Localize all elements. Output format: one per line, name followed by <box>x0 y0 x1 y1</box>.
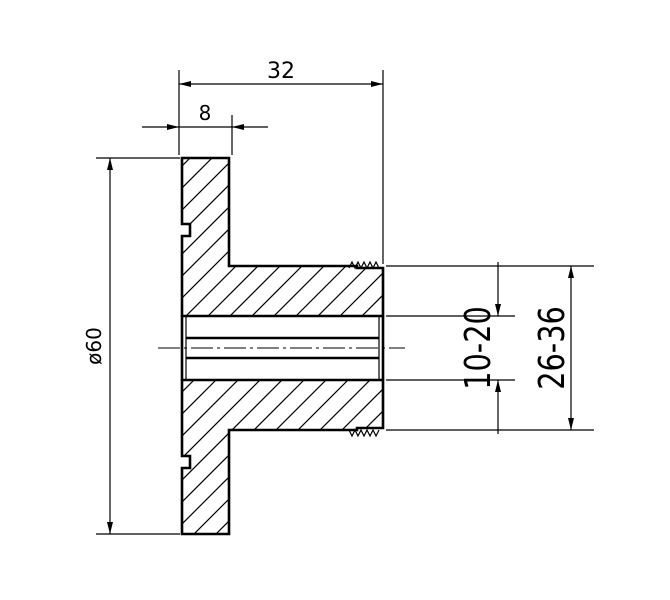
hatch-line <box>247 158 383 316</box>
hatch-line <box>6 150 176 320</box>
hatch-line <box>600 150 670 320</box>
hatch-line <box>319 380 383 534</box>
hatch-line <box>0 150 154 320</box>
hatch-line <box>253 380 383 534</box>
upper-section-outline <box>180 156 385 318</box>
extension-lines <box>96 70 594 535</box>
hatch-line <box>182 158 243 316</box>
hatch-line <box>182 380 199 534</box>
hatch-line <box>584 376 670 540</box>
hatch-line <box>0 376 110 540</box>
hatch-line <box>452 376 616 540</box>
hatch-line <box>562 376 670 540</box>
hatch-line <box>182 158 265 316</box>
hatch-line <box>363 380 383 534</box>
hatch-line <box>182 158 199 316</box>
hatch-line <box>446 150 616 320</box>
hatch-line <box>402 150 572 320</box>
dimension-lines <box>107 81 574 534</box>
hatch-line <box>424 150 594 320</box>
hatch-line <box>408 376 572 540</box>
hatch-line <box>628 376 670 540</box>
hatch-line <box>0 376 66 540</box>
section-hatch-lower <box>0 376 670 540</box>
hatch-line <box>540 376 670 540</box>
hatch-line <box>269 158 383 316</box>
hatch-line <box>0 376 132 540</box>
hatch-line <box>578 150 670 320</box>
hatch-line <box>335 158 383 316</box>
hatch-line <box>666 150 670 320</box>
hatch-line <box>182 158 309 316</box>
hatch-line <box>209 380 375 534</box>
hatch-line <box>187 380 353 534</box>
thread-lower <box>348 428 380 438</box>
hatch-line <box>0 150 66 320</box>
hatch-line <box>0 150 110 320</box>
part-outline <box>180 156 385 536</box>
dim-text-8: 8 <box>199 101 212 125</box>
hatch-line <box>182 158 287 316</box>
hatch-line <box>313 158 383 316</box>
hatch-line <box>12 376 176 540</box>
hatch-line <box>468 150 638 320</box>
hatch-line <box>386 376 550 540</box>
hatch-line <box>0 376 22 540</box>
hatch-line <box>225 158 383 316</box>
hatch-line <box>0 376 88 540</box>
dim-text-32: 32 <box>267 59 295 84</box>
hatch-line <box>182 380 221 534</box>
hatch-line <box>606 376 670 540</box>
lower-section-outline <box>180 378 385 536</box>
hatch-line <box>0 150 88 320</box>
hatch-line <box>496 376 660 540</box>
hatch-line <box>182 158 353 316</box>
hatch-line <box>182 158 221 316</box>
hatch-line <box>182 380 309 534</box>
dim-text-diameter-60: ø60 <box>82 327 106 365</box>
hatch-line <box>490 150 660 320</box>
hatch-line <box>0 376 154 540</box>
hatch-line <box>0 150 44 320</box>
hatch-line <box>0 150 22 320</box>
hatch-line <box>644 150 670 320</box>
thread-upper <box>348 260 380 270</box>
hatch-line <box>291 158 383 316</box>
hatch-line <box>518 376 670 540</box>
section-hatch-upper <box>0 150 670 320</box>
hatch-line <box>379 158 383 316</box>
hatch-line <box>275 380 383 534</box>
hatch-line <box>231 380 383 534</box>
hatch-line <box>182 380 287 534</box>
hatch-line <box>341 380 383 534</box>
dim-text-inner-range: 10-20 <box>457 306 499 390</box>
hatch-line <box>556 150 670 320</box>
hatch-line <box>182 380 265 534</box>
hatch-line <box>512 150 670 320</box>
hatch-line <box>182 380 243 534</box>
hatch-line <box>0 150 132 320</box>
hatch-line <box>430 376 594 540</box>
hatch-line <box>650 376 670 540</box>
hatch-line <box>297 380 383 534</box>
hatch-line <box>0 376 44 540</box>
hatch-line <box>534 150 670 320</box>
dim-text-outer-range: 26-36 <box>531 306 573 390</box>
hatch-line <box>622 150 670 320</box>
